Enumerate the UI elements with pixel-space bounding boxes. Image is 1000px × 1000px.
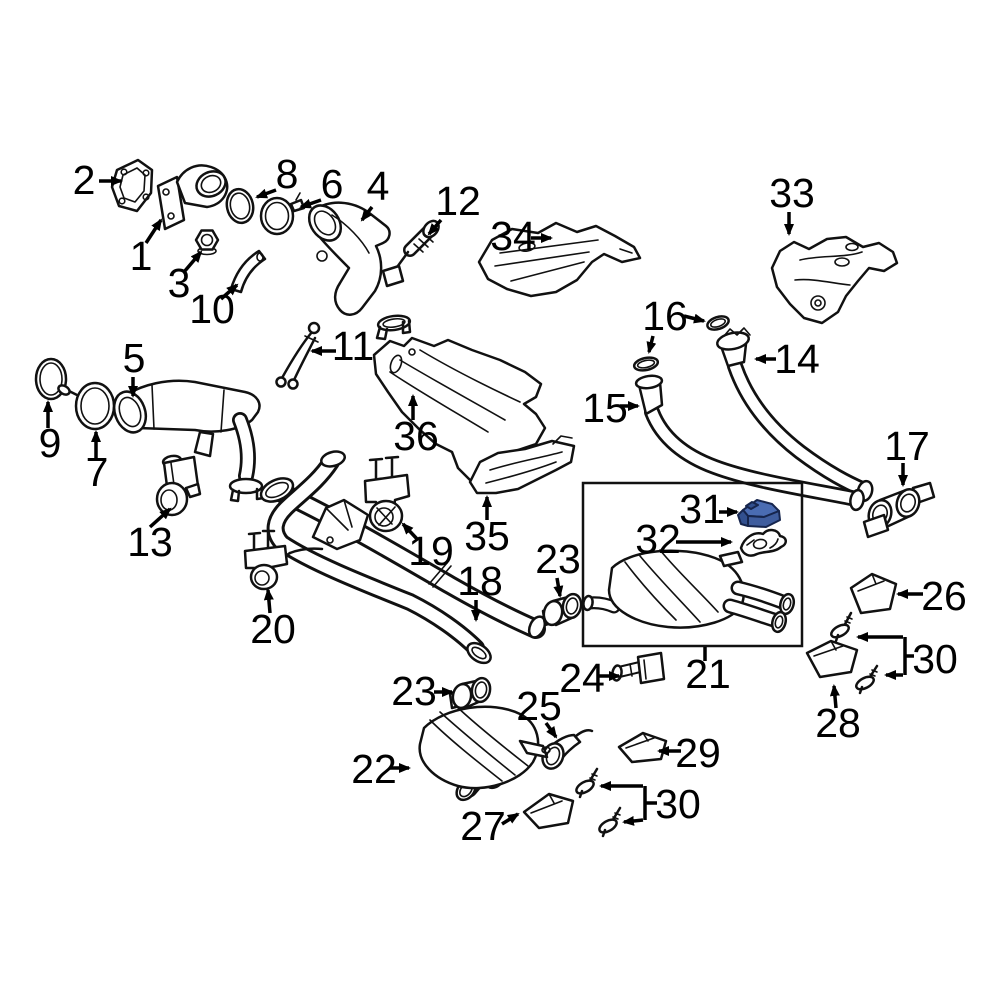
part-5-drawing[interactable] (109, 379, 266, 503)
callout-1-label[interactable]: 1 (130, 233, 153, 279)
part-1-drawing[interactable] (156, 164, 230, 231)
callout-4-label[interactable]: 4 (367, 163, 390, 209)
part-30-bottom-drawing[interactable] (574, 767, 622, 838)
callout-13-label[interactable]: 13 (127, 519, 173, 565)
part-10-drawing[interactable] (229, 249, 267, 294)
part-15-drawing[interactable] (634, 374, 865, 512)
part-8-drawing[interactable] (224, 187, 257, 226)
callout-29-label[interactable]: 29 (675, 730, 721, 776)
callout-27-label[interactable]: 27 (460, 803, 506, 849)
part-31-drawing-highlighted[interactable] (737, 499, 781, 528)
callout-23b-label[interactable]: 23 (391, 668, 437, 714)
part-27-drawing[interactable] (522, 792, 575, 830)
callout-9-label[interactable]: 9 (39, 420, 62, 466)
callout-7-label[interactable]: 7 (86, 449, 109, 495)
callout-3-label[interactable]: 3 (168, 260, 191, 306)
callout-24-label[interactable]: 24 (559, 655, 605, 701)
callout-11-label[interactable]: 11 (332, 323, 375, 369)
part-2-drawing[interactable] (110, 158, 154, 213)
part-18-drawing[interactable] (257, 449, 548, 667)
part-35-drawing[interactable] (468, 435, 576, 495)
callout-22-label[interactable]: 22 (351, 746, 397, 792)
part-4-drawing[interactable] (303, 199, 412, 341)
callout-30b-label[interactable]: 30 (655, 781, 701, 827)
callout-35-label[interactable]: 35 (464, 513, 510, 559)
callout-14-label[interactable]: 14 (774, 336, 820, 382)
part-6-drawing[interactable] (259, 192, 306, 236)
callout-34-label[interactable]: 34 (490, 213, 536, 259)
part-36-drawing[interactable] (372, 336, 547, 482)
callout-5-label[interactable]: 5 (123, 335, 146, 381)
callout-30r-label[interactable]: 30 (912, 636, 958, 682)
part-33-drawing[interactable] (770, 235, 899, 325)
callout-28-label[interactable]: 28 (815, 700, 861, 746)
callout-17-label[interactable]: 17 (884, 423, 930, 469)
part-11-drawing[interactable] (275, 321, 321, 390)
part-13-drawing[interactable] (155, 454, 202, 517)
callout-33-label[interactable]: 33 (769, 170, 815, 216)
part-21-box (581, 481, 804, 661)
part-22-drawing[interactable] (418, 704, 551, 804)
callout-12-label[interactable]: 12 (435, 178, 481, 224)
part-28-drawing[interactable] (805, 639, 859, 679)
part-14-drawing[interactable] (716, 327, 875, 503)
part-23a-drawing[interactable] (541, 592, 584, 627)
part-30-right-drawing[interactable] (829, 611, 879, 695)
part-23b-drawing[interactable] (448, 676, 492, 710)
part-16-drawing[interactable] (632, 314, 730, 372)
callout-31-label[interactable]: 31 (679, 486, 725, 532)
part-26-drawing[interactable] (849, 572, 898, 615)
callout-labels: 2 1 3 10 8 6 4 12 34 33 16 14 15 5 9 7 1… (39, 151, 967, 849)
part-32-drawing[interactable] (739, 528, 787, 557)
callout-2-label[interactable]: 2 (73, 157, 96, 203)
callout-8-label[interactable]: 8 (276, 151, 299, 197)
callout-21-label[interactable]: 21 (685, 651, 731, 697)
part-7-drawing[interactable] (57, 381, 116, 431)
part-29-drawing[interactable] (617, 731, 668, 764)
callout-6-label[interactable]: 6 (321, 161, 344, 207)
part-34-drawing[interactable] (477, 221, 642, 298)
callout-18-label[interactable]: 18 (457, 558, 503, 604)
part-20-drawing[interactable] (243, 529, 289, 591)
part-17-drawing[interactable] (862, 481, 936, 539)
part-3-drawing[interactable] (194, 229, 220, 256)
callout-20-label[interactable]: 20 (250, 606, 296, 652)
part-25-drawing[interactable] (539, 728, 594, 772)
callout-15-label[interactable]: 15 (582, 385, 628, 431)
callout-26-label[interactable]: 26 (921, 573, 967, 619)
callout-arrows (43, 176, 923, 826)
callout-36-label[interactable]: 36 (393, 413, 439, 459)
callout-10-label[interactable]: 10 (189, 286, 235, 332)
callout-23a-label[interactable]: 23 (535, 536, 581, 582)
part-19-drawing[interactable] (363, 455, 411, 533)
part-24-drawing[interactable] (611, 651, 666, 685)
callout-19-label[interactable]: 19 (408, 528, 454, 574)
callout-25-label[interactable]: 25 (516, 683, 562, 729)
callout-16-label[interactable]: 16 (642, 293, 688, 339)
callout-32-label[interactable]: 32 (635, 516, 681, 562)
part-21-drawing[interactable] (582, 549, 796, 634)
